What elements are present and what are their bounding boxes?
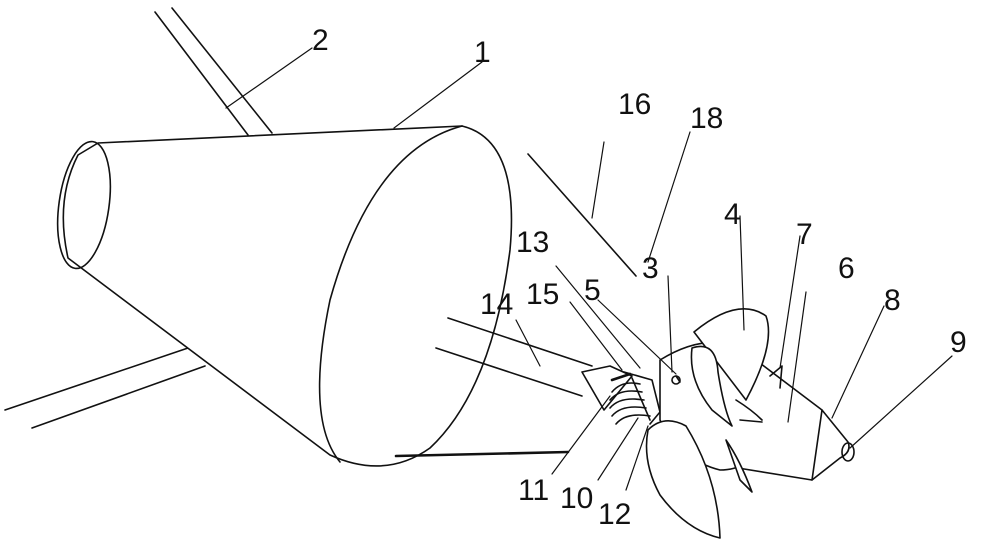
upper-strut <box>154 7 273 136</box>
flow-indicator-line <box>394 450 570 458</box>
label-6: 6 <box>838 252 855 285</box>
conical-duct <box>56 125 513 467</box>
lower-strut <box>4 347 206 429</box>
label-15: 15 <box>526 278 559 311</box>
label-16: 16 <box>618 88 651 121</box>
leader-lines <box>225 47 953 491</box>
label-13: 13 <box>516 226 549 259</box>
callout-labels: 1 2 16 18 13 3 4 7 6 8 9 5 14 15 11 10 1… <box>312 24 967 531</box>
label-3: 3 <box>642 252 659 285</box>
label-8: 8 <box>884 284 901 317</box>
label-4: 4 <box>724 198 741 231</box>
propeller-blades <box>645 308 783 539</box>
label-9: 9 <box>950 326 967 359</box>
coupling-spring <box>609 371 661 425</box>
label-14: 14 <box>480 288 513 321</box>
label-2: 2 <box>312 24 329 57</box>
label-18: 18 <box>690 102 723 135</box>
label-12: 12 <box>598 498 631 531</box>
label-10: 10 <box>560 482 593 515</box>
label-1: 1 <box>474 36 491 69</box>
label-5: 5 <box>584 274 601 307</box>
shaft <box>435 317 633 411</box>
label-11: 11 <box>518 474 549 507</box>
label-7: 7 <box>796 218 813 251</box>
